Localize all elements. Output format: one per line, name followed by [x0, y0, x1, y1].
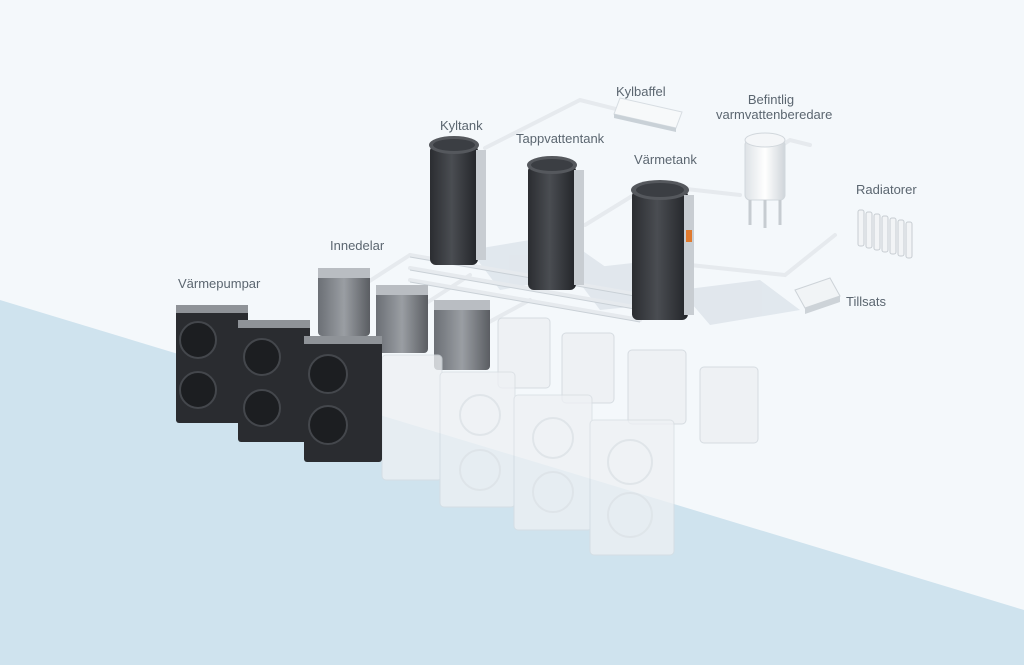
label-heating-tank: Värmetank [634, 152, 697, 167]
heating-tank [631, 180, 694, 320]
ghost-heat-pumps [381, 354, 675, 556]
cooling-baffle [613, 97, 683, 132]
label-cooling-baffle: Kylbaffel [616, 84, 666, 99]
label-hot-water-tank: Tappvattentank [516, 131, 605, 146]
indoor-unit-1 [318, 268, 370, 336]
label-existing-heater-line1: Befintlig [747, 92, 795, 107]
hot-water-tank [527, 156, 584, 290]
cooling-tank [429, 136, 486, 265]
heat-pump-2 [238, 320, 310, 442]
label-cooling-tank: Kyltank [440, 118, 483, 133]
label-existing-heater-line2: varmvattenberedare [716, 107, 833, 122]
label-indoor-units: Innedelar [330, 238, 385, 253]
label-addition: Tillsats [846, 294, 886, 309]
label-heat-pumps: Värmepumpar [178, 276, 261, 291]
ghost-indoor-units [497, 317, 759, 444]
indoor-unit-3 [434, 300, 490, 370]
indoor-unit-2 [376, 285, 428, 353]
radiator [857, 209, 913, 259]
water-heater [744, 132, 786, 228]
ghost-fans [459, 394, 653, 538]
label-radiators: Radiatorer [856, 182, 917, 197]
heat-pump-1 [176, 305, 248, 423]
addition-unit [794, 277, 841, 314]
heat-pump-3 [304, 336, 382, 462]
label-existing-heater: Befintlig varmvattenberedare [716, 92, 833, 122]
